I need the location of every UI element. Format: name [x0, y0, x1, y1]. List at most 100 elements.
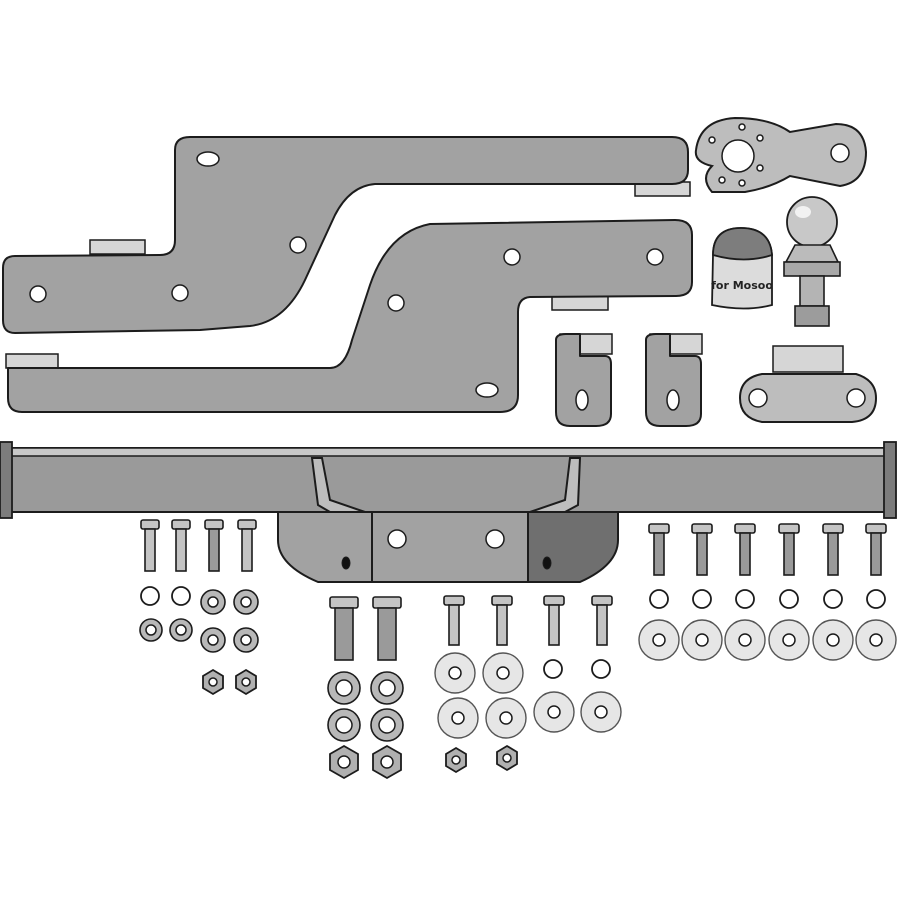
hitch-receiver-plate: [277, 511, 619, 583]
hex-nut: [496, 744, 518, 772]
ball-mount-body: [738, 373, 878, 423]
large-flat-washer: [434, 652, 476, 694]
bracket-hole: [289, 236, 307, 254]
hitch-ball-mount-hole: [387, 529, 407, 549]
bracket-hole: [646, 248, 664, 266]
screw-hole: [756, 134, 764, 142]
socket-plate-body: [694, 116, 868, 193]
ball-cap-top: [712, 227, 773, 261]
large-flat-washer: [768, 619, 810, 661]
flat-washer: [169, 618, 193, 642]
flat-washer: [200, 589, 226, 615]
large-flat-washer: [855, 619, 897, 661]
cross-beam-end-plate: [883, 441, 897, 519]
flat-washer: [327, 671, 361, 705]
flat-washer: [370, 708, 404, 742]
socket-plate-center-hole: [721, 139, 755, 173]
bolt: [778, 523, 800, 576]
bracket-hole: [29, 285, 47, 303]
bracket-plate: [7, 219, 693, 413]
bolt: [237, 519, 257, 572]
flat-washer: [139, 618, 163, 642]
tow-ball-assembly: for Mosoo: [711, 196, 841, 327]
bracket-hole: [387, 294, 405, 312]
bolt: [734, 523, 756, 576]
large-flat-washer: [580, 691, 622, 733]
tow-ball-neck: [784, 244, 840, 263]
large-flat-washer: [533, 691, 575, 733]
l-bracket: [555, 333, 613, 427]
large-bolt: [372, 596, 402, 661]
large-flat-washer: [681, 619, 723, 661]
hitch-side-panel-dark: [527, 511, 619, 583]
bracket-hole: [475, 382, 499, 398]
left-lower-bracket-arm: [5, 219, 693, 413]
cross-beam: [0, 441, 897, 519]
large-flat-washer: [812, 619, 854, 661]
hitch-pin-hole: [542, 556, 552, 570]
ball-mount-hole: [748, 388, 768, 408]
hex-nut: [372, 744, 402, 780]
spring-washer: [171, 586, 191, 606]
l-bracket-slot: [666, 389, 680, 411]
ball-mount-flange: [772, 345, 844, 373]
cross-beam-body: [7, 447, 889, 513]
hex-nut: [445, 746, 467, 774]
screw-hole: [738, 123, 746, 131]
right-bolt-group: [638, 523, 897, 661]
screw-hole: [756, 164, 764, 172]
bolt: [543, 595, 565, 646]
large-flat-washer: [437, 697, 479, 739]
spring-washer: [140, 586, 160, 606]
spring-washer: [591, 659, 611, 679]
bolt: [865, 523, 887, 576]
tow-ball-flange: [783, 261, 841, 277]
bolt: [204, 519, 224, 572]
hex-nut: [329, 744, 359, 780]
left-upper-bracket-arm: [2, 136, 691, 334]
spring-washer: [649, 589, 669, 609]
ball-cap-label: for Mosoo: [711, 279, 773, 292]
screw-hole: [738, 179, 746, 187]
hex-nut: [235, 668, 257, 696]
bolt: [591, 595, 613, 646]
bolt: [443, 595, 465, 646]
flat-washer: [370, 671, 404, 705]
bracket-hole: [196, 151, 220, 167]
spring-washer: [735, 589, 755, 609]
bolt: [648, 523, 670, 576]
arm-end-tab: [5, 353, 59, 369]
spring-washer: [866, 589, 886, 609]
tow-ball-nut: [794, 305, 830, 327]
flat-washer: [233, 589, 259, 615]
tow-ball-shank: [799, 275, 825, 307]
ball-mount-hole: [846, 388, 866, 408]
bolt: [140, 519, 160, 572]
hitch-side-panel: [277, 511, 373, 583]
hex-nut: [202, 668, 224, 696]
large-bolt: [329, 596, 359, 661]
tow-ball: [786, 196, 838, 248]
l-bracket-plate: [645, 333, 702, 427]
center-bolt-group: [434, 595, 622, 774]
bolt: [822, 523, 844, 576]
ball-mount-plate: [738, 345, 878, 423]
spring-washer: [823, 589, 843, 609]
bracket-plate: [2, 136, 689, 334]
spring-washer: [543, 659, 563, 679]
large-flat-washer: [485, 697, 527, 739]
large-flat-washer: [724, 619, 766, 661]
l-bracket: [645, 333, 703, 427]
hitch-pin-hole: [341, 556, 351, 570]
large-flat-washer: [482, 652, 524, 694]
tow-ball-highlight: [795, 206, 811, 218]
bracket-hole: [503, 248, 521, 266]
bolt: [691, 523, 713, 576]
socket-plate: [694, 116, 868, 193]
socket-plate-hole: [830, 143, 850, 163]
cross-beam-top-face: [7, 447, 889, 457]
spring-washer: [692, 589, 712, 609]
hitch-ball-mount-hole: [485, 529, 505, 549]
flat-washer: [200, 627, 226, 653]
bolt: [491, 595, 513, 646]
